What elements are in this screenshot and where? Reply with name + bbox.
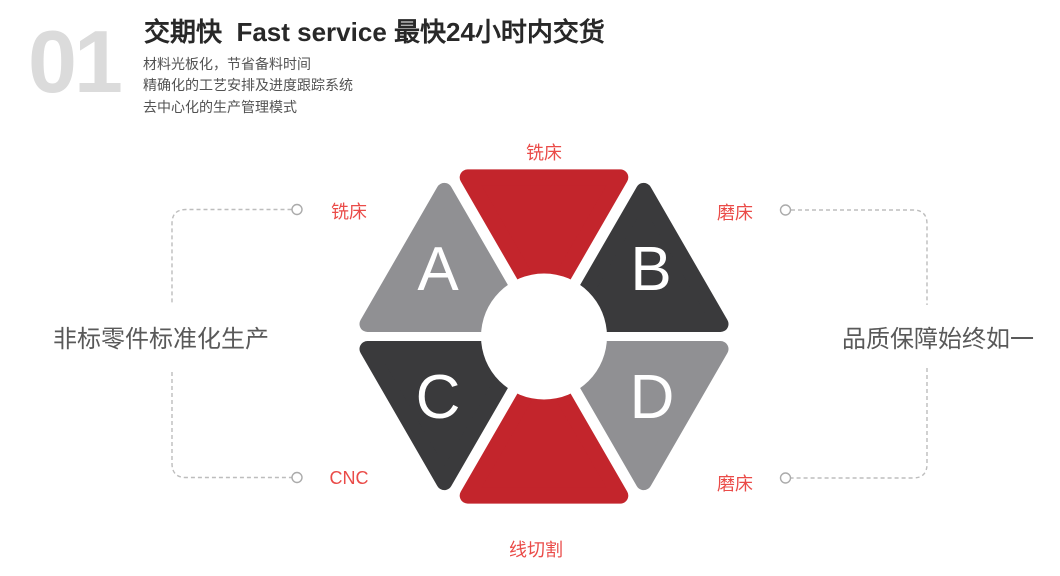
hexagon-center-circle — [481, 273, 607, 400]
label-top: 铣床 — [526, 143, 562, 163]
hexagon-segment-upper-right — [558, 182, 729, 332]
hexagon — [359, 169, 729, 504]
connector-dot-icon — [779, 472, 792, 484]
label-bottom: 线切割 — [509, 540, 563, 560]
label-left-top: 铣床 — [331, 202, 367, 222]
connector-right-bottom — [791, 368, 928, 479]
segment-letter-c: C — [415, 363, 461, 432]
side-text-left: 非标零件标准化生产 — [53, 326, 269, 353]
connector-right — [779, 204, 928, 484]
connector-left-bottom — [171, 372, 292, 479]
connector-dot-icon — [291, 203, 303, 216]
hexagon-segment-upper-left — [359, 182, 530, 332]
connector-left — [171, 203, 303, 484]
segment-letter-b: B — [630, 235, 672, 304]
connector-left-top — [171, 208, 292, 305]
segment-letter-a: A — [417, 235, 459, 304]
connector-dot-icon — [291, 471, 303, 484]
section-number: 01 — [28, 12, 123, 111]
page-title: 交期快 Fast service 最快24小时内交货 — [144, 17, 605, 47]
label-left-bottom: CNC — [329, 468, 369, 488]
connector-dot-icon — [779, 204, 792, 216]
hexagon-segment-lower-left — [359, 341, 530, 491]
side-text-right: 品质保障始终如一 — [842, 326, 1034, 353]
connector-right-top — [791, 209, 928, 305]
segment-letter-d: D — [629, 363, 675, 432]
hexagon-segment-bottom — [459, 355, 629, 504]
label-right-bottom: 磨床 — [717, 474, 753, 494]
hexagon-segment-lower-right — [558, 341, 729, 491]
subtitle-lines: 材料光板化，节省备料时间 精确化的工艺安排及进度跟踪系统 去中心化的生产管理模式 — [143, 55, 353, 115]
label-right-top: 磨床 — [717, 203, 753, 223]
hexagon-segment-top — [459, 169, 629, 318]
